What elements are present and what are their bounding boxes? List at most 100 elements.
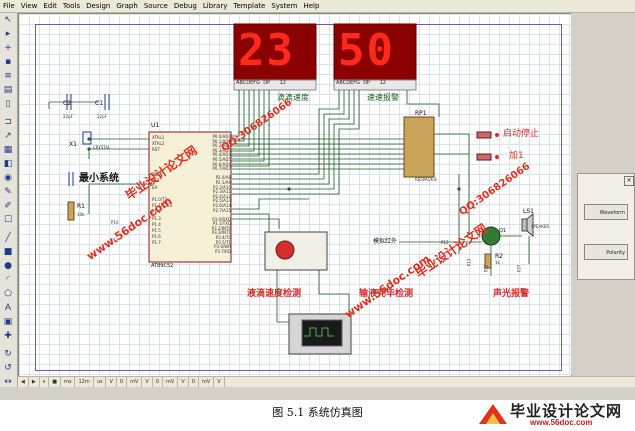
- u1-right-pin-label: P3.0/RXD: [212, 216, 231, 222]
- label-drip-speed: 滴滴速度: [277, 93, 309, 102]
- figure-caption: 图 5.1 系统仿真图: [272, 406, 363, 419]
- symbol-icon[interactable]: ▣: [3, 317, 13, 327]
- u1-left-pin-label: P1.6: [152, 234, 161, 240]
- marker-icon[interactable]: ✚: [4, 331, 12, 341]
- resistor-r1[interactable]: [67, 201, 75, 221]
- label-crystal: CRYSTAL: [93, 145, 111, 150]
- u1-left-pin-label: PSEN: [152, 172, 163, 178]
- label-ls1: LS1: [523, 208, 534, 215]
- box-icon[interactable]: ■: [3, 247, 13, 257]
- u1-right-pin-label: P0.5/AD5: [212, 156, 231, 162]
- generator-icon[interactable]: ◉: [4, 173, 12, 183]
- logo-icon: [479, 404, 507, 424]
- sim-rewind-icon[interactable]: ◀: [18, 377, 29, 387]
- properties-box: × Waveform Polarity: [577, 173, 635, 280]
- capacitor-c2[interactable]: [66, 94, 72, 110]
- label-u1-part: AT89C52: [151, 263, 174, 269]
- u1-right-pin-label: P0.6/AD6: [212, 161, 231, 167]
- junction-icon[interactable]: +: [4, 43, 12, 53]
- microcontroller-u1[interactable]: [148, 131, 232, 263]
- u1-right-pin-label: P3.5/T1: [215, 239, 231, 245]
- tape-icon[interactable]: ◧: [3, 159, 13, 169]
- menu-library[interactable]: Library: [202, 2, 228, 10]
- resistor-r2[interactable]: [484, 253, 492, 269]
- label-r2: R2: [495, 253, 503, 260]
- label-r1-val: 10k: [77, 212, 85, 217]
- menu-edit[interactable]: Edit: [43, 2, 57, 10]
- probe-icon[interactable]: ✎: [4, 187, 12, 197]
- menu-source[interactable]: Source: [143, 2, 168, 10]
- sim-stop-icon[interactable]: ■: [49, 377, 61, 387]
- menu-view[interactable]: View: [20, 2, 38, 10]
- seven-seg-display-left[interactable]: [233, 23, 317, 91]
- instrument-icon[interactable]: ☐: [3, 215, 13, 225]
- subcircuit-icon[interactable]: ▯: [5, 99, 11, 109]
- label-p12: P12: [441, 240, 449, 245]
- close-icon[interactable]: ×: [624, 176, 634, 186]
- u1-right-pin-label: P0.0/AD0: [212, 134, 231, 139]
- bottom-strip: [0, 387, 635, 400]
- seven-seg-display-right[interactable]: [333, 23, 417, 91]
- u1-left-pin-label: P1.0/T2: [152, 197, 168, 203]
- mirror-icon[interactable]: ↔: [4, 377, 12, 387]
- menu-tools[interactable]: Tools: [62, 2, 81, 10]
- terminal-icon[interactable]: ⊐: [4, 117, 12, 127]
- menu-design[interactable]: Design: [86, 2, 111, 10]
- u1-right-pin-label: P3.6/WR: [214, 244, 231, 250]
- polarity-button[interactable]: Polarity: [584, 244, 628, 260]
- u1-left-pin-label: P1.5: [152, 228, 161, 234]
- resistor-pack-rp1[interactable]: [403, 116, 435, 178]
- status-cell: ms: [61, 377, 76, 387]
- status-cell: mV: [199, 377, 215, 387]
- label-speaker: SPEAKER: [531, 224, 550, 229]
- pin-icon[interactable]: ↗: [4, 131, 12, 141]
- sim-play-icon[interactable]: ▶: [29, 377, 40, 387]
- u1-right-pin-label: P0.2/AD2: [212, 143, 231, 149]
- speaker-ls1[interactable]: [521, 212, 534, 238]
- u1-right-pin-label: P3.4/T0: [215, 235, 231, 241]
- crystal-x1[interactable]: [82, 131, 92, 145]
- capacitor-c1[interactable]: [104, 94, 110, 110]
- arc-icon[interactable]: ◜: [6, 275, 10, 285]
- graph-icon[interactable]: ▦: [3, 145, 13, 155]
- select-arrow-icon[interactable]: ↖: [4, 15, 12, 25]
- component-icon[interactable]: ▸: [5, 29, 11, 39]
- capacitor-min[interactable]: [68, 172, 74, 186]
- label-icon[interactable]: ▪: [4, 57, 12, 67]
- path-icon[interactable]: ⬠: [4, 289, 12, 299]
- menu-template[interactable]: Template: [233, 2, 266, 10]
- menu-file[interactable]: File: [3, 2, 15, 10]
- sim-pause-icon[interactable]: ⏸: [40, 377, 50, 387]
- text-icon[interactable]: A: [4, 303, 12, 313]
- label-u1: U1: [151, 122, 160, 129]
- button-add1[interactable]: [476, 153, 499, 161]
- bus-icon[interactable]: ▤: [3, 85, 13, 95]
- current-probe-icon[interactable]: ✐: [4, 201, 12, 211]
- menu-debug[interactable]: Debug: [173, 2, 197, 10]
- button-start-stop[interactable]: [476, 131, 499, 139]
- label-c1-val: 22pF: [97, 114, 107, 119]
- status-cell: 12m: [75, 377, 94, 387]
- u1-left-pin-label: P1.4: [152, 221, 161, 227]
- u1-right-pin-label: P2.0/A8: [215, 175, 231, 181]
- rotate-cw-icon[interactable]: ↻: [4, 349, 12, 359]
- label-finish-detect: 输液完毕检测: [359, 289, 414, 299]
- line-icon[interactable]: ╱: [5, 233, 11, 243]
- text-script-icon[interactable]: ≡: [4, 71, 12, 81]
- menu-graph[interactable]: Graph: [116, 2, 138, 10]
- waveform-button[interactable]: Waveform: [584, 204, 628, 220]
- drip-sensor-module[interactable]: [264, 231, 328, 271]
- u1-left-pin-label: P1.7: [152, 240, 161, 246]
- status-cell: 0: [117, 377, 128, 387]
- schematic-canvas[interactable]: 23 50 ABCDEFG DP 12 ABCDEFG DP 12 滴滴速度 速…: [18, 13, 572, 377]
- rotate-ccw-icon[interactable]: ↺: [4, 363, 12, 373]
- u1-left-pin-label: XTAL2: [152, 141, 165, 147]
- circle-icon[interactable]: ●: [4, 261, 12, 271]
- site-logo: 毕业设计论文网 www.56doc.com: [476, 399, 635, 431]
- menu-help[interactable]: Help: [303, 2, 320, 10]
- menu-system[interactable]: System: [271, 2, 298, 10]
- label-p37: P37: [516, 264, 522, 273]
- oscilloscope[interactable]: [288, 313, 352, 355]
